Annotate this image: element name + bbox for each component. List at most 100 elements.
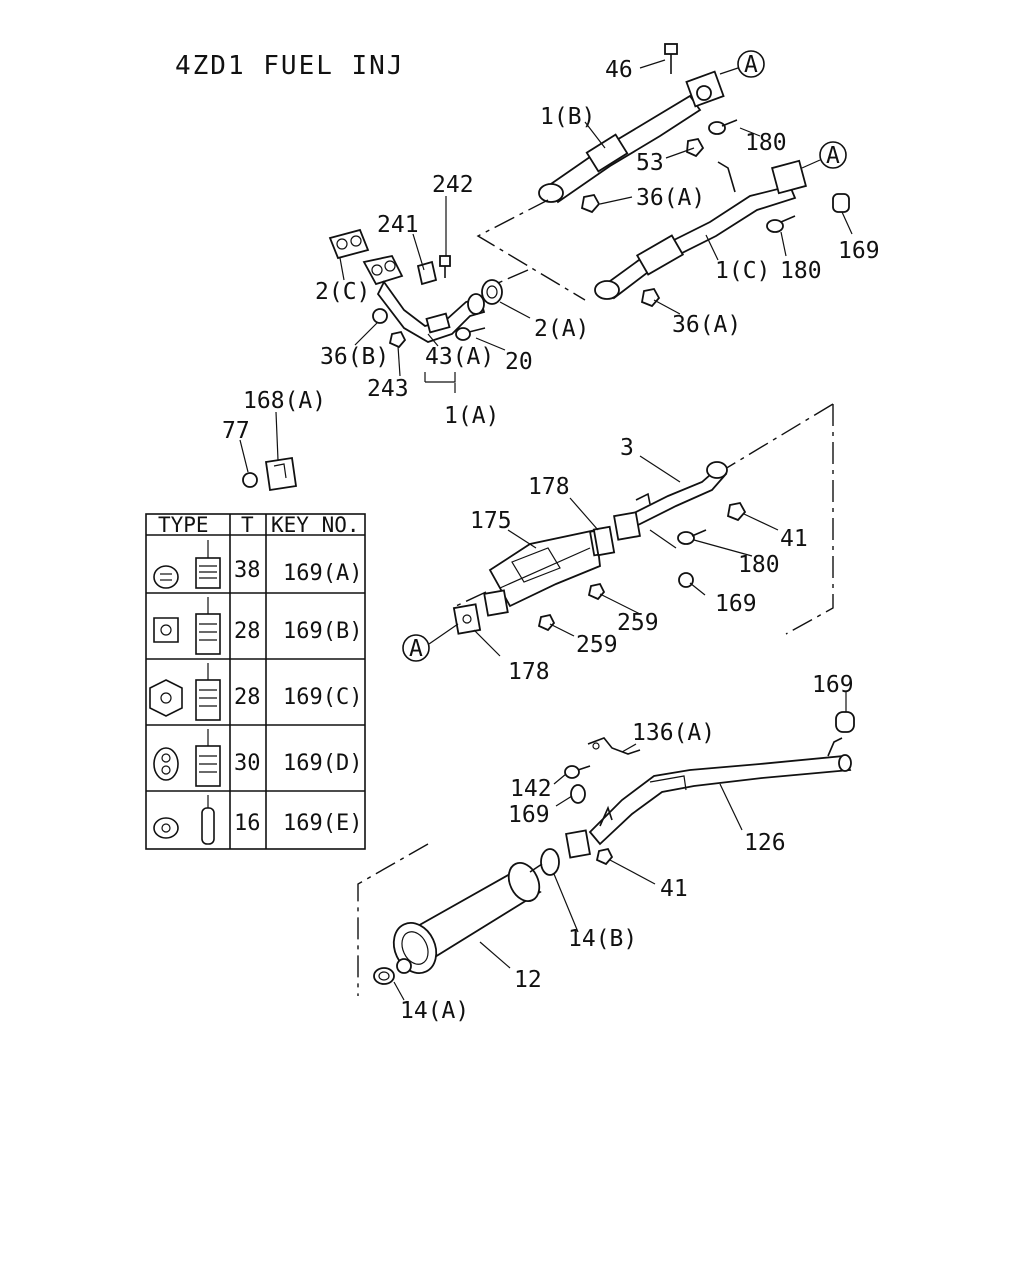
center-pipe-3 (613, 461, 728, 549)
front-pipe-1a (362, 254, 486, 343)
reference-marker-a-1: A (719, 50, 765, 78)
label-136a: 136(A) (632, 720, 715, 746)
label-126: 126 (744, 830, 786, 856)
bracket-136a (587, 737, 641, 755)
label-36a-lower: 36(A) (672, 312, 741, 338)
catalytic-converter-175 (483, 527, 613, 617)
bolt-20 (455, 327, 486, 341)
nut-259-a (587, 582, 606, 601)
hanger-169-top (832, 193, 850, 213)
table-header-t: T (241, 513, 254, 537)
label-2a: 2(A) (534, 316, 589, 342)
label-2c: 2(C) (315, 279, 370, 305)
label-3: 3 (620, 435, 634, 461)
gasket-2a (481, 279, 503, 305)
label-175: 175 (470, 508, 512, 534)
label-1c: 1(C) (715, 258, 770, 284)
hanger-type-a-icon (153, 540, 221, 589)
hanger-169-low (570, 784, 586, 804)
gasket-14b (540, 848, 560, 876)
nut-36a-lower (640, 287, 661, 308)
gasket-178-bottom (452, 603, 482, 635)
nut-36a-upper (580, 193, 601, 214)
label-242: 242 (432, 172, 474, 198)
label-43a: 43(A) (425, 344, 494, 370)
nut-41-low (595, 847, 614, 866)
label-142: 142 (510, 776, 552, 802)
label-20: 20 (505, 349, 533, 375)
label-259-a: 259 (617, 610, 659, 636)
row-2-thickness: 28 (234, 619, 261, 644)
hanger-type-table: TYPE T KEY NO. (145, 513, 366, 850)
leader-lines-rear (393, 692, 847, 1001)
hanger-type-e-icon (153, 795, 215, 845)
bolt-46 (664, 43, 678, 74)
diagram-title: 4ZD1 FUEL INJ (175, 51, 405, 81)
nut-259-b (537, 613, 556, 632)
front-pipe-1c (594, 159, 807, 300)
label-180-right: 180 (780, 258, 822, 284)
nut-53 (686, 137, 705, 158)
gasket-178-top (592, 525, 616, 557)
label-41-low: 41 (660, 876, 688, 902)
row-4-thickness: 30 (234, 751, 261, 776)
marker-a-2-label: A (826, 143, 840, 169)
hanger-type-d-icon (153, 729, 221, 787)
label-46: 46 (605, 57, 633, 83)
label-180-mid: 180 (738, 552, 780, 578)
bolt-180-upper (708, 119, 738, 135)
hanger-169-right (835, 711, 855, 733)
label-178-top: 178 (528, 474, 570, 500)
hanger-type-c-icon (149, 663, 221, 721)
marker-a-3-label: A (409, 636, 423, 662)
label-41-mid: 41 (780, 526, 808, 552)
tail-pipe-126 (565, 737, 852, 859)
label-36b: 36(B) (320, 344, 389, 370)
rear-section-frame (357, 843, 429, 996)
bracket-241 (416, 260, 438, 286)
nut-36b (372, 308, 388, 324)
row-2-key: 169(B) (283, 619, 362, 644)
marker-a-1-label: A (744, 52, 758, 78)
bolt-242 (439, 255, 451, 278)
label-180-upper: 180 (745, 130, 787, 156)
mount-168a (242, 456, 298, 492)
label-169-low: 169 (508, 802, 550, 828)
callout-labels: 46 1(B) 180 53 36(A) 242 241 2(C) 2(A) 1… (222, 57, 880, 1024)
hanger-type-b-icon (153, 597, 221, 655)
label-1a: 1(A) (444, 403, 499, 429)
row-1-key: 169(A) (283, 561, 362, 586)
row-1-thickness: 38 (234, 558, 261, 583)
label-169-top: 169 (838, 238, 880, 264)
label-77: 77 (222, 418, 250, 444)
row-4-key: 169(D) (283, 751, 362, 776)
label-169-mid: 169 (715, 591, 757, 617)
reference-marker-a-2: A (801, 141, 847, 169)
label-1b: 1(B) (540, 104, 595, 130)
table-header-type: TYPE (158, 513, 209, 537)
label-12: 12 (514, 967, 542, 993)
label-36a-upper: 36(A) (636, 185, 705, 211)
label-168a: 168(A) (243, 388, 326, 414)
row-5-key: 169(E) (283, 811, 362, 836)
row-3-key: 169(C) (283, 685, 362, 710)
label-259-b: 259 (576, 632, 618, 658)
label-14a: 14(A) (400, 998, 469, 1024)
hanger-169-mid (678, 572, 694, 588)
gasket-2c (328, 228, 370, 260)
leader-lines-front (339, 59, 853, 393)
reference-marker-a-3: A (402, 623, 459, 662)
label-243: 243 (367, 376, 409, 402)
bolt-180-mid (677, 529, 707, 545)
label-178-bottom: 178 (508, 659, 550, 685)
leader-lines-mid (455, 455, 779, 657)
label-169-right: 169 (812, 672, 854, 698)
table-header-key-no: KEY NO. (271, 513, 360, 537)
bolt-180-right (766, 215, 796, 233)
row-5-thickness: 16 (234, 811, 261, 836)
gasket-14a (373, 958, 412, 985)
label-53: 53 (636, 150, 664, 176)
bolt-142 (564, 765, 591, 779)
nut-243 (388, 330, 407, 349)
